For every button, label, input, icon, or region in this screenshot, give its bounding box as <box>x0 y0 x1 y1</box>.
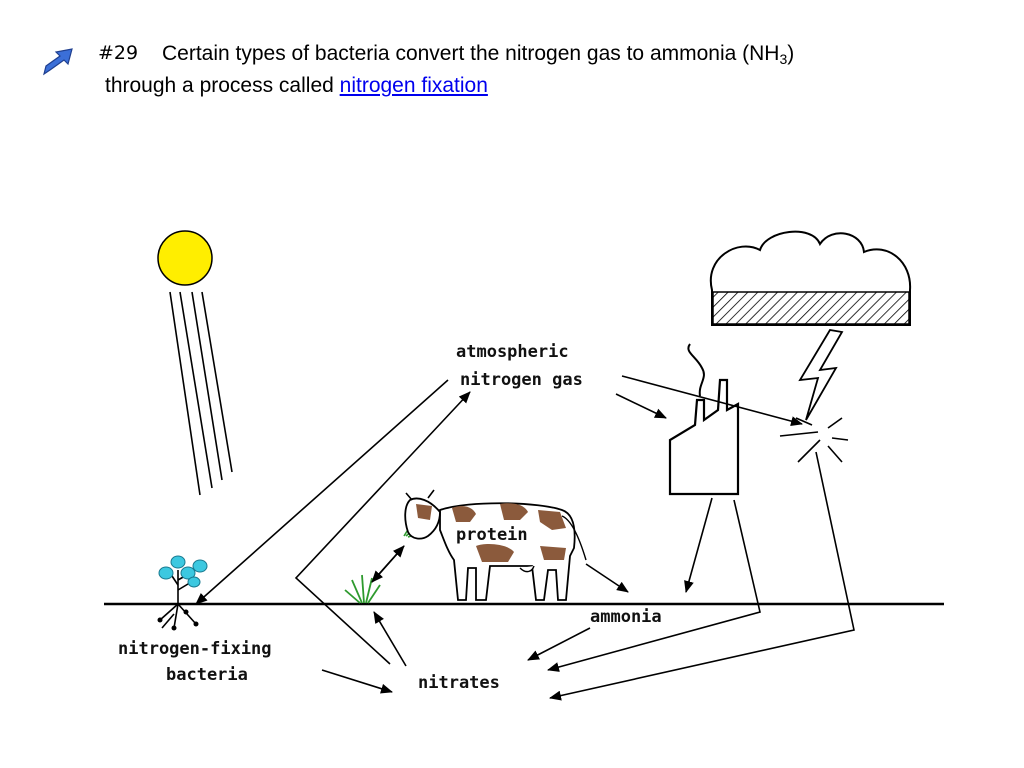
arrow-cow-to-grass <box>371 545 405 583</box>
arrow-lightning-to-nitrates <box>549 451 855 701</box>
grass-icon <box>344 574 381 604</box>
arrow-bacteria-to-nitrates <box>321 669 393 694</box>
arrow-gas-to-factory <box>615 393 667 419</box>
lightning-icon <box>779 329 849 463</box>
arrow-factory-to-nitrates <box>547 499 761 672</box>
slide-number: #29 <box>98 42 139 64</box>
cycle-arrows <box>195 375 855 701</box>
plant-icon <box>157 555 208 631</box>
arrow-nitrates-to-grass <box>373 611 407 667</box>
label-nitrates: nitrates <box>418 673 500 693</box>
label-bacteria: bacteria <box>166 665 248 685</box>
arrow-factory-to-ammonia <box>684 497 713 593</box>
arrow-gas-to-lightning <box>621 375 803 426</box>
nitrogen-fixation-link[interactable]: nitrogen fixation <box>339 74 488 97</box>
arrow-gas-to-plant <box>195 379 449 605</box>
nav-arrow-icon[interactable] <box>40 44 76 80</box>
label-ammonia: ammonia <box>590 607 662 627</box>
heading-text-2: through a process called <box>105 74 340 97</box>
arrow-nitrates-to-gas <box>294 391 471 665</box>
slide-header: #29 Certain types of bacteria convert th… <box>0 0 1024 110</box>
arrow-cow-to-ammonia <box>585 563 629 593</box>
cloud-icon <box>709 230 912 326</box>
subscript-three: 3 <box>779 51 788 67</box>
label-nitrogen-gas: nitrogen gas <box>460 370 583 390</box>
label-nitrogen-fixing: nitrogen-fixing <box>118 639 272 659</box>
heading-line-2: through a process called nitrogen fixati… <box>105 74 488 98</box>
factory-icon <box>668 343 740 496</box>
heading-text: Certain types of bacteria convert the ni… <box>162 42 780 65</box>
cow-icon <box>404 489 587 601</box>
heading-line-1: Certain types of bacteria convert the ni… <box>162 42 794 66</box>
heading-close-paren: ) <box>787 42 795 65</box>
sun-icon <box>157 230 233 496</box>
label-protein: protein <box>456 525 528 545</box>
label-atmospheric: atmospheric <box>456 342 569 362</box>
arrow-ammonia-to-nitrates <box>527 627 591 661</box>
